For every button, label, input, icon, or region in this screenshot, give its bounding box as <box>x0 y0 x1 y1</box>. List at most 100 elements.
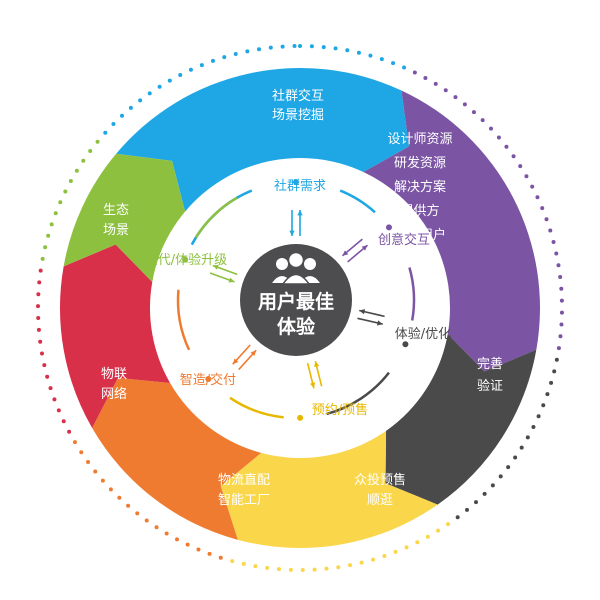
ring-dot <box>79 450 84 455</box>
ring-dot <box>207 551 212 556</box>
ring-dot <box>347 563 352 568</box>
ring-dot <box>111 122 116 127</box>
ring-dot <box>524 174 529 179</box>
ring-dot <box>276 567 281 572</box>
ring-dot <box>72 440 77 445</box>
ring-dot <box>108 487 113 492</box>
ring-label-rnd: 研发资源 <box>394 155 446 171</box>
ring-dot <box>119 113 124 118</box>
ring-dot <box>465 507 470 512</box>
ring-dot <box>196 547 201 552</box>
ring-label-presale: 顺逛 <box>367 493 393 508</box>
ring-dot <box>513 455 518 460</box>
ring-dot <box>455 515 460 520</box>
ring-dot <box>117 495 122 500</box>
ring-dot <box>436 528 441 533</box>
center-circle <box>240 244 352 356</box>
ring-label-rnd: 解决方案 <box>394 179 446 195</box>
inner-arc <box>194 196 238 239</box>
ring-dot <box>292 44 297 49</box>
ring-dot <box>167 78 172 83</box>
ring-label-verify: 验证 <box>477 378 503 394</box>
ring-dot <box>230 559 235 564</box>
ring-dot <box>38 339 43 344</box>
ring-label-rnd: HOPE <box>402 252 438 267</box>
ring-segment-social <box>116 67 410 212</box>
center-hub: 用户最佳 体验 <box>240 244 352 356</box>
inner-arc <box>176 289 191 351</box>
ring-dot <box>39 351 44 356</box>
ring-label-social: 社群交互 <box>272 88 324 104</box>
outer-dotted-ring <box>36 44 564 572</box>
ring-label-iot: 物联 <box>101 367 127 382</box>
ring-dot <box>58 200 63 205</box>
ring-dot <box>185 542 190 547</box>
outer-ring <box>59 67 540 548</box>
outer-ring-labels: 社群交互场景挖掘设计师资源研发资源解决方案提供方社群用户HOPE完善验证众投预售… <box>101 88 503 508</box>
ring-dot <box>324 566 329 571</box>
ring-dot <box>462 102 467 107</box>
ring-dot <box>309 44 314 49</box>
ring-dot <box>49 222 54 227</box>
arrow-head <box>359 309 366 315</box>
ring-dot <box>321 45 326 50</box>
ring-dot <box>288 567 293 572</box>
ring-dot <box>100 478 105 483</box>
ring-dot <box>222 55 227 60</box>
ring-dot <box>552 369 557 374</box>
ring-dot <box>496 135 501 140</box>
ring-label-rnd: 设计师资源 <box>387 132 452 147</box>
ring-dot <box>126 503 131 508</box>
inner-arrows <box>209 210 385 389</box>
ring-dot <box>218 555 223 560</box>
ring-dot <box>345 48 350 53</box>
ring-dot <box>554 357 559 362</box>
ring-dot <box>549 380 554 385</box>
ring-dot <box>558 274 563 279</box>
ring-dot <box>551 239 556 244</box>
ring-dot <box>188 67 193 72</box>
ring-dot <box>368 53 373 58</box>
ring-dot <box>519 445 524 450</box>
ring-dot <box>40 256 45 261</box>
ring-label-rnd: 社群用户 <box>394 227 446 243</box>
ring-dot <box>480 118 485 123</box>
ring-dot <box>154 525 159 530</box>
arrow-head <box>342 250 349 256</box>
ring-dot <box>525 435 530 440</box>
ring-dot <box>559 286 564 291</box>
ring-dot <box>541 403 546 408</box>
ring-segment-logistics <box>92 377 262 540</box>
ring-dot <box>241 561 246 566</box>
inner-cycle <box>176 179 416 421</box>
ring-dot <box>253 564 258 569</box>
arrow-head <box>376 320 383 326</box>
arrow-head <box>232 358 239 365</box>
ring-dot <box>86 459 91 464</box>
ring-dot <box>42 363 47 368</box>
ring-dot <box>453 95 458 100</box>
ring-dot <box>56 408 61 413</box>
ring-dot <box>359 560 364 565</box>
ring-dot <box>473 500 478 505</box>
ring-dot <box>540 206 545 211</box>
ring-dot <box>74 168 79 173</box>
ring-dot <box>471 110 476 115</box>
ring-dot <box>446 522 451 527</box>
ring-dot <box>257 47 262 52</box>
ring-dot <box>68 178 73 183</box>
ring-dot <box>548 228 553 233</box>
ring-label-presale: 众投预售 <box>354 472 406 488</box>
ring-dot <box>280 44 285 49</box>
arrow-head <box>297 210 303 216</box>
ring-label-verify: 完善 <box>477 356 503 372</box>
ring-dot <box>356 50 361 55</box>
ring-dot <box>103 130 108 135</box>
ring-segment-presale <box>220 430 438 548</box>
ring-dot <box>544 217 549 222</box>
ring-dot <box>506 465 511 470</box>
ring-dot <box>81 158 86 163</box>
ring-label-logistics: 智能工厂 <box>218 493 270 508</box>
